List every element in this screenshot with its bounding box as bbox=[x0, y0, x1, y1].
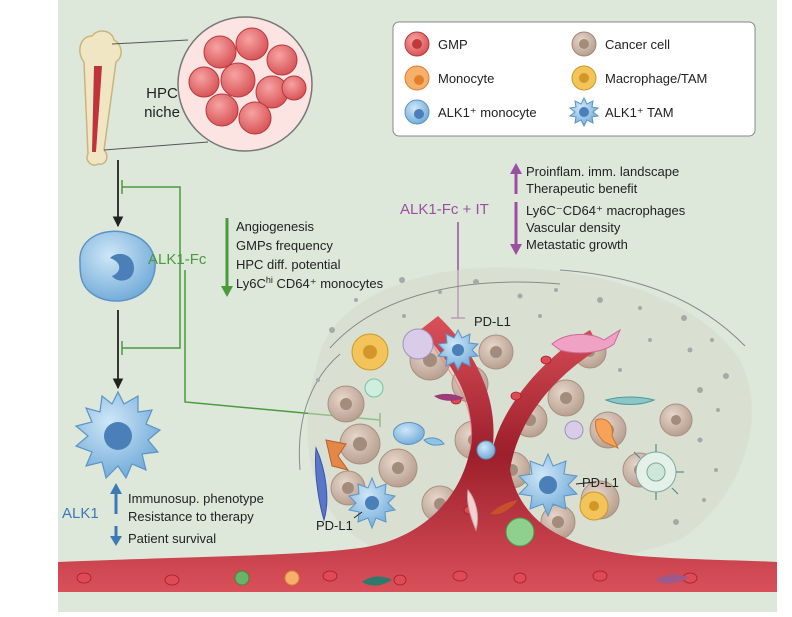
zoom-line-bottom bbox=[103, 141, 209, 151]
fibroblast-pink bbox=[551, 328, 622, 354]
blood-vessel bbox=[58, 316, 777, 592]
gmp-cluster bbox=[188, 27, 307, 135]
endothelial-blue bbox=[315, 446, 328, 522]
legend-label-macrophage: Macrophage/TAM bbox=[605, 71, 707, 86]
alk1-down-arrow bbox=[110, 526, 122, 546]
pale-spindle bbox=[467, 488, 479, 532]
combo-up-arrow bbox=[510, 163, 522, 194]
alk1-up-arrow bbox=[110, 483, 122, 514]
alk1fc-effect-monocytes: Ly6Chi CD64⁺ monocytes bbox=[236, 275, 384, 291]
legend-label-alk1-monocyte: ALK1⁺ monocyte bbox=[438, 105, 537, 120]
fibroblast-teal bbox=[604, 396, 656, 405]
legend-label-monocyte: Monocyte bbox=[438, 71, 494, 86]
pdl1-label-top: PD-L1 bbox=[474, 314, 511, 329]
vessel-cell-monocyte bbox=[284, 570, 300, 586]
alk1-down-survival: Patient survival bbox=[128, 531, 216, 546]
legend-label-gmp: GMP bbox=[438, 37, 468, 52]
combo-up-inflam: Proinflam. imm. landscape bbox=[526, 164, 679, 179]
zoom-line-top bbox=[111, 39, 189, 45]
alk1fc-down-arrow bbox=[221, 218, 233, 297]
alk1fc-effect-hpc: HPC diff. potential bbox=[236, 257, 341, 272]
pdl1-label-left: PD-L1 bbox=[316, 518, 353, 533]
alk1-tam-tumor-1 bbox=[436, 328, 480, 372]
alk1-label: ALK1 bbox=[62, 505, 99, 522]
combo-label: ALK1-Fc + IT bbox=[400, 201, 489, 218]
alk1-monocyte-small bbox=[476, 440, 496, 460]
legend-label-alk1-tam: ALK1⁺ TAM bbox=[605, 105, 674, 120]
alk1-up-immunosup: Immunosup. phenotype bbox=[128, 491, 264, 506]
bone-icon bbox=[79, 30, 122, 166]
alk1fc-label: ALK1-Fc bbox=[148, 251, 207, 268]
green-cell bbox=[505, 517, 535, 547]
alk1-up-resistance: Resistance to therapy bbox=[128, 509, 254, 524]
macrophage-cell-2 bbox=[579, 491, 609, 521]
combo-down-arrow bbox=[510, 202, 522, 255]
vessel-cell-purple bbox=[656, 574, 688, 584]
spindle-red bbox=[490, 500, 518, 515]
alk1-monocyte-tumor bbox=[393, 422, 445, 446]
vessel-cell-green bbox=[234, 570, 250, 586]
alk1-tam-tumor-2 bbox=[347, 476, 397, 530]
fibroblast-orange-2 bbox=[325, 439, 350, 471]
macrophage-cell bbox=[351, 333, 389, 371]
combo-down-vascular: Vascular density bbox=[526, 220, 621, 235]
alk1-tam-cell bbox=[74, 390, 162, 480]
legend: GMP Cancer cell Monocyte Macrophage/TAM … bbox=[392, 21, 756, 137]
alk1fc-effect-gmps: GMPs frequency bbox=[236, 238, 333, 253]
pale-cell-receptors bbox=[633, 444, 684, 500]
legend-label-cancer: Cancer cell bbox=[605, 37, 670, 52]
lavender-cell bbox=[402, 328, 434, 360]
spindle-purple bbox=[434, 393, 464, 401]
alk1-tam-tumor-3 bbox=[517, 452, 579, 518]
combo-up-benefit: Therapeutic benefit bbox=[526, 181, 638, 196]
vessel-cell-teal bbox=[362, 576, 392, 586]
red-blood-cells bbox=[76, 355, 698, 586]
combo-down-macrophages: Ly6C⁻CD64⁺ macrophages bbox=[526, 203, 686, 218]
pdl1-label-right: PD-L1 bbox=[582, 475, 619, 490]
niche-label-line1: HPC bbox=[146, 85, 178, 102]
lavender-cell-2 bbox=[564, 420, 584, 440]
alk1-monocyte-cell bbox=[79, 230, 156, 302]
combo-down-metastatic: Metastatic growth bbox=[526, 237, 628, 252]
alk1fc-effect-angiogenesis: Angiogenesis bbox=[236, 219, 315, 234]
secreted-particles bbox=[316, 277, 729, 525]
niche-label-line2: niche bbox=[144, 104, 180, 121]
fibroblast-orange bbox=[595, 418, 620, 449]
small-green-cell bbox=[364, 378, 384, 398]
